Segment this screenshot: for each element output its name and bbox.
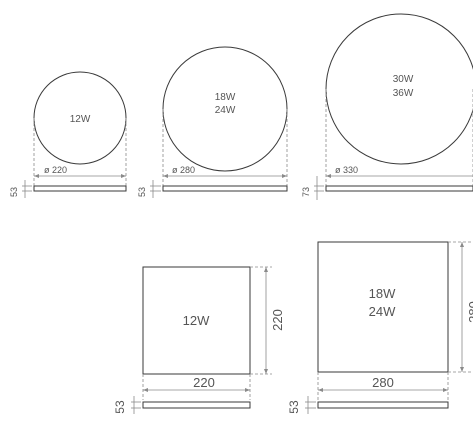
round-panel-large: 30W 36W ø 330 73	[301, 13, 473, 200]
round-panel-medium: 18W 24W ø 280 53	[137, 46, 288, 198]
square-large-width-label: 280	[372, 375, 394, 390]
square-small-side-arrow-bottom	[264, 369, 268, 374]
round-medium-diameter-label: ø 280	[172, 165, 195, 175]
round-large-arrow-left	[326, 174, 331, 178]
square-large-width-arrow-right	[443, 388, 448, 392]
round-medium-profile	[162, 185, 288, 192]
round-medium-height-label: 53	[137, 187, 147, 197]
round-large-diameter-label: ø 330	[335, 165, 358, 175]
round-panel-small: 12W ø 220 53	[9, 71, 127, 198]
square-panel-small-outline	[142, 266, 251, 375]
round-small-arrow-right	[121, 174, 126, 178]
round-small-height-label: 53	[9, 187, 19, 197]
round-medium-watt-label-1: 18W	[215, 92, 236, 103]
square-small-side-arrow-top	[264, 267, 268, 272]
square-small-side-label: 220	[270, 309, 285, 331]
square-small-width-arrow-left	[143, 388, 148, 392]
round-large-watt-label-1: 30W	[393, 74, 414, 85]
square-panel-large: 18W 24W 280 280 53	[287, 241, 473, 414]
round-small-profile	[33, 185, 127, 192]
square-small-width-arrow-right	[245, 388, 250, 392]
square-small-width-label: 220	[193, 375, 215, 390]
round-medium-arrow-right	[282, 174, 287, 178]
square-small-profile	[142, 401, 251, 409]
square-large-side-arrow-top	[460, 242, 464, 247]
square-large-watt-label-2: 24W	[369, 304, 396, 319]
square-large-profile	[317, 401, 449, 409]
round-small-watt-label: 12W	[70, 114, 91, 125]
round-small-arrow-left	[34, 174, 39, 178]
square-panel-large-outline	[317, 241, 449, 373]
round-medium-watt-label-2: 24W	[215, 105, 236, 116]
round-large-watt-label-2: 36W	[393, 88, 414, 99]
round-large-height-label: 73	[301, 187, 311, 197]
round-large-profile	[325, 185, 473, 192]
square-large-side-arrow-bottom	[460, 367, 464, 372]
square-small-watt-label: 12W	[183, 313, 210, 328]
round-small-diameter-label: ø 220	[44, 165, 67, 175]
round-medium-arrow-left	[163, 174, 168, 178]
square-large-side-label: 280	[466, 301, 473, 323]
square-large-watt-label-1: 18W	[369, 286, 396, 301]
square-large-width-arrow-left	[318, 388, 323, 392]
square-panel-small: 12W 220 220 53	[113, 266, 285, 414]
square-small-height-label: 53	[113, 400, 127, 414]
square-large-height-label: 53	[287, 400, 301, 414]
